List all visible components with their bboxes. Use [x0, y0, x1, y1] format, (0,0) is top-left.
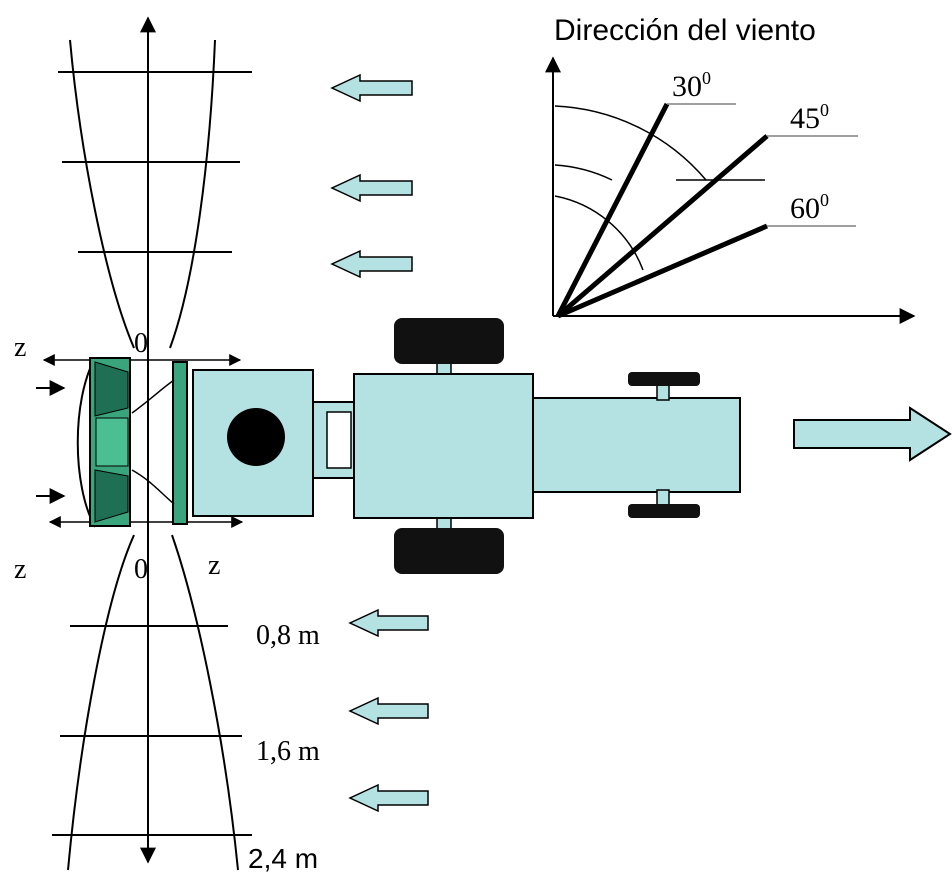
fan-blade [94, 361, 129, 417]
travel-direction-arrow [793, 406, 952, 462]
wind-arrow [330, 73, 413, 103]
wind-arrow [330, 249, 413, 279]
angle-arc-45 [554, 164, 613, 181]
wind-title: Dirección del viento [554, 14, 816, 47]
fan-blade [94, 469, 129, 523]
wind-arrow [348, 696, 429, 726]
hitch-inner [326, 411, 352, 469]
fan-outlet-ring [172, 361, 188, 525]
rear-tire [394, 318, 504, 364]
front-tire [628, 504, 700, 518]
tractor-hood [532, 397, 741, 493]
zero-label-top: 0 [134, 328, 148, 359]
z-label-bottom-left: z [14, 554, 26, 585]
tractor-assembly [192, 318, 741, 574]
z-label-bottom-right: z [208, 550, 220, 581]
angle-label-45: 450 [790, 100, 829, 135]
outlet-curve-bottom [131, 469, 175, 505]
spray-curve-top-right [169, 39, 216, 349]
angle-label-60: 600 [790, 190, 829, 225]
distance-label-0-8: 0,8 m [256, 620, 320, 651]
z-label-top-left: z [14, 332, 26, 363]
angle-line-60 [557, 223, 768, 319]
fan-unit [76, 357, 188, 528]
wind-arrow [330, 173, 413, 203]
wind-direction-inset [545, 56, 916, 324]
fan-intake-arc [76, 357, 96, 528]
wind-arrow [348, 608, 429, 638]
outlet-curve-top [131, 379, 175, 414]
rear-tire [394, 528, 504, 574]
tractor-body [353, 373, 534, 519]
wind-arrows [330, 73, 429, 813]
wind-arrow [348, 783, 429, 813]
spray-curve-bottom-right [171, 534, 239, 871]
tank-hatch [227, 408, 285, 466]
front-tire [628, 372, 700, 386]
zero-label-bottom: 0 [134, 554, 148, 585]
angle-line-30 [555, 102, 670, 318]
angle-line-45 [556, 134, 769, 318]
spray-curve-top-left [69, 39, 135, 349]
spray-pattern [36, 16, 252, 871]
angle-label-30: 300 [672, 68, 711, 103]
distance-label-1-6: 1,6 m [256, 736, 320, 767]
spray-curve-bottom-left [67, 534, 135, 871]
fan-blade-center [95, 417, 129, 467]
angle-arc-30 [554, 105, 707, 181]
distance-label-2-4: 2,4 m [248, 843, 318, 874]
